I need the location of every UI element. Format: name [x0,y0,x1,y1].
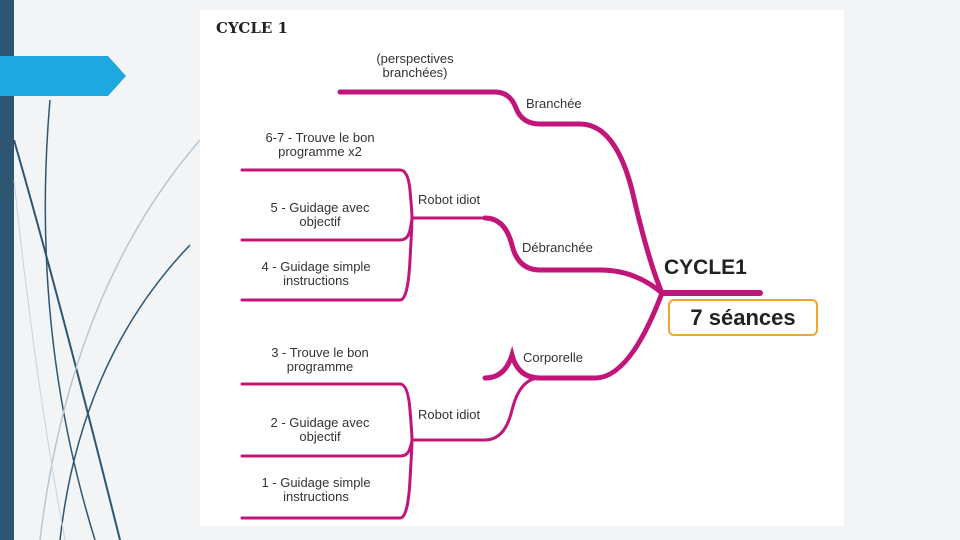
leaf-6-7-line2: programme x2 [278,144,362,159]
leaf-1: 1 - Guidage simple instructions [236,476,396,504]
leaf-5-line2: objectif [299,214,341,229]
slide-content-area [200,10,844,526]
hub-corporelle [410,376,542,442]
leaf-6-7-line1: 6-7 - Trouve le bon [265,130,375,145]
leaf-5: 5 - Guidage avec objectif [240,201,400,229]
leaf-2-line2: objectif [299,429,341,444]
leaf-6-7: 6-7 - Trouve le bon programme x2 [240,131,400,159]
leaf-line-6-7 [240,168,414,220]
leaf-2-line1: 2 - Guidage avec [270,415,370,430]
branchee-note-line1: (perspectives [376,51,454,66]
leaf-3: 3 - Trouve le bon programme [240,346,400,374]
leaf-5-line1: 5 - Guidage avec [270,200,370,215]
sub-label-corporelle: Robot idiot [418,407,481,422]
branch-branchee [337,89,665,296]
branch-corporelle [482,290,665,381]
leaf-3-line2: programme [286,359,354,374]
branch-label-corporelle: Corporelle [523,350,583,365]
leaf-line-4 [240,216,414,302]
branchee-note-line2: branchées) [382,65,448,80]
leaf-2: 2 - Guidage avec objectif [240,416,400,444]
branch-label-debranchee: Débranchée [522,240,593,255]
leaf-line-3 [240,382,414,442]
leaf-4-line2: instructions [283,273,349,288]
branchee-note: (perspectives branchées) [368,52,462,80]
root-sessions-box: 7 séances [668,299,818,336]
leaf-line-1 [240,438,414,520]
leaf-4: 4 - Guidage simple instructions [236,260,396,288]
left-sidebar-bar [0,0,14,540]
branch-debranchee [482,215,665,296]
leaf-1-line2: instructions [283,489,349,504]
sub-label-debranchee: Robot idiot [418,192,481,207]
leaf-1-line1: 1 - Guidage simple [261,475,371,490]
accent-arrow-tab [0,56,126,96]
branch-label-branchee: Branchée [526,96,582,111]
leaf-3-line1: 3 - Trouve le bon [271,345,369,360]
leaf-4-line1: 4 - Guidage simple [261,259,371,274]
slide-title: CYCLE 1 [216,19,288,37]
root-title: CYCLE1 [664,256,747,279]
